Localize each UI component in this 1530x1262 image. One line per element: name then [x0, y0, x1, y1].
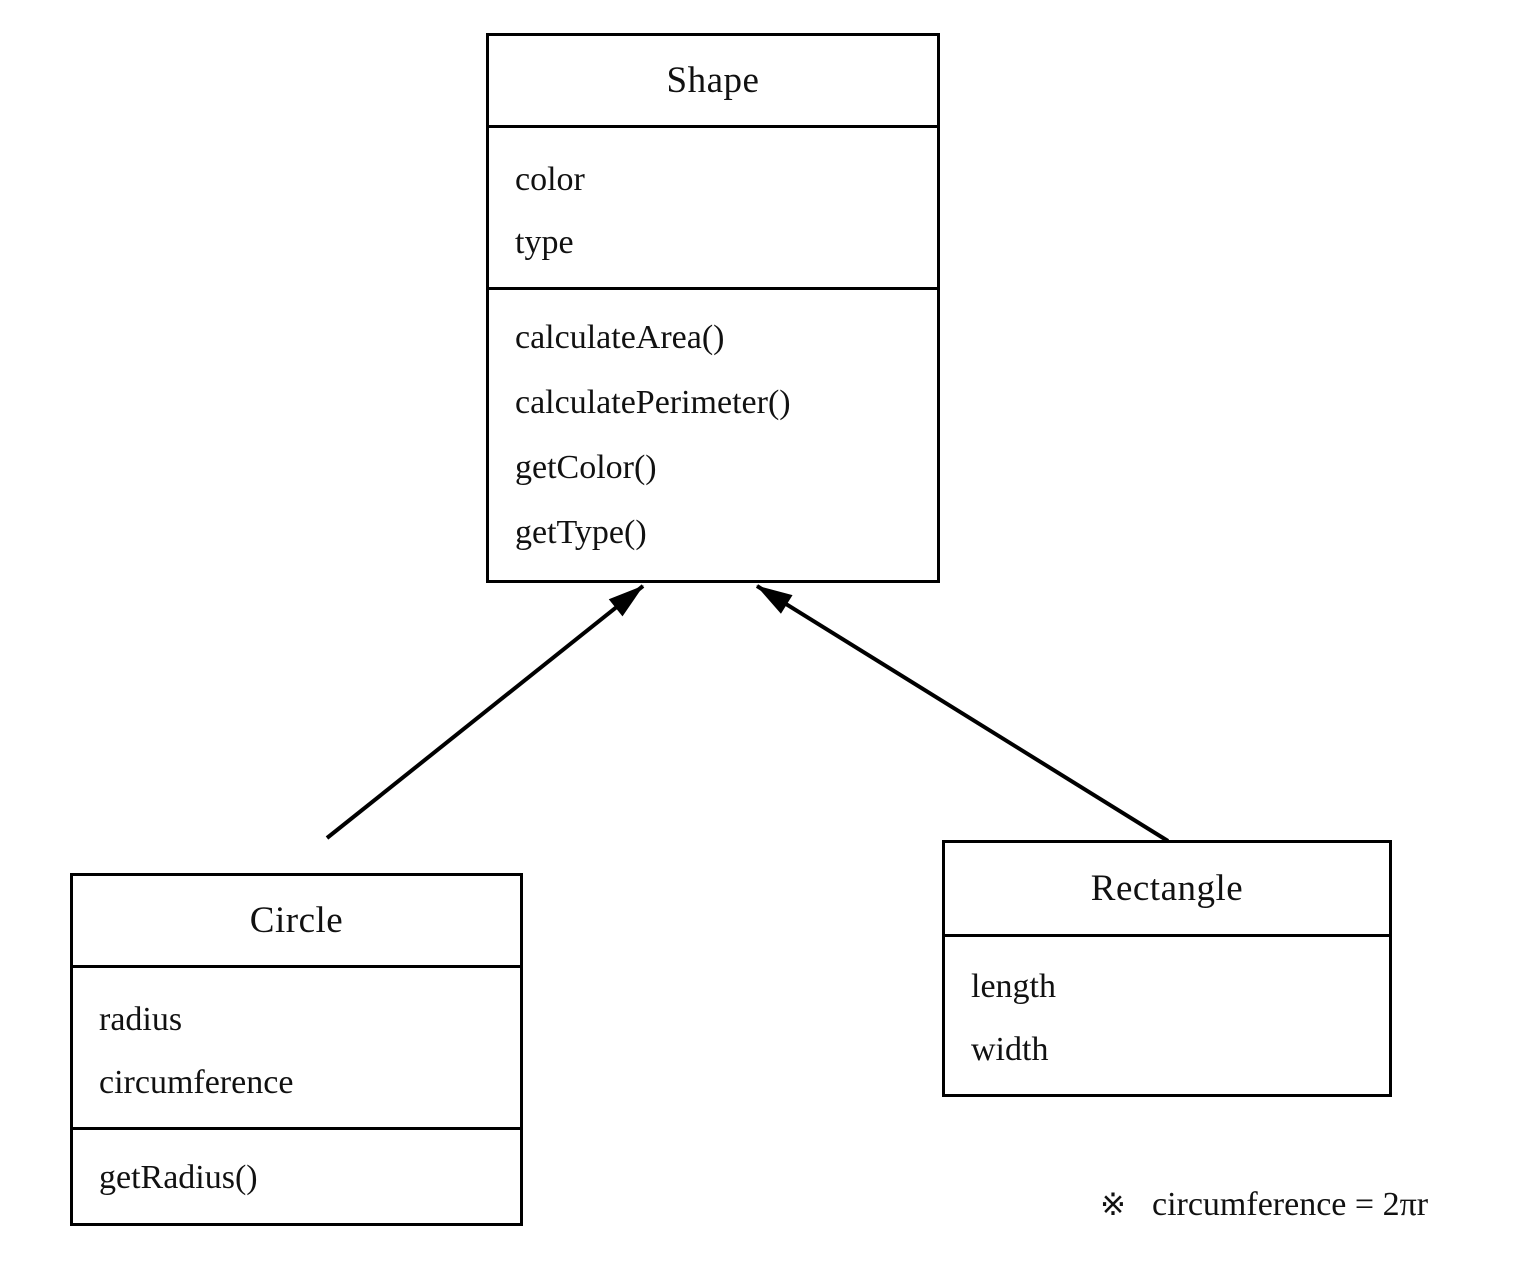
class-name-rectangle: Rectangle: [945, 843, 1389, 937]
class-attributes-rectangle: length width: [945, 937, 1389, 1081]
class-methods-shape: calculateArea() calculatePerimeter() get…: [489, 290, 937, 565]
method: calculateArea(): [515, 319, 725, 356]
attribute: length: [971, 968, 1056, 1005]
attribute: width: [971, 1031, 1049, 1068]
method: getColor(): [515, 449, 657, 486]
method: getRadius(): [99, 1159, 258, 1196]
inheritance-arrow-circle-to-shape: [325, 584, 645, 840]
class-attributes-shape: color type: [489, 128, 937, 290]
attribute: type: [515, 224, 574, 261]
method: getType(): [515, 514, 647, 551]
class-box-circle: Circle radius circumference getRadius(): [70, 873, 523, 1226]
method: calculatePerimeter(): [515, 384, 791, 421]
class-name-circle: Circle: [73, 876, 520, 968]
class-box-rectangle: Rectangle length width: [942, 840, 1392, 1097]
footnote-formula: circumference = 2πr: [1151, 1186, 1429, 1223]
footnote: ※ circumference = 2πr: [1100, 1186, 1428, 1224]
inheritance-arrow-rectangle-to-shape: [755, 584, 1170, 843]
class-methods-circle: getRadius(): [73, 1130, 520, 1209]
attribute: radius: [99, 1001, 183, 1038]
reference-mark-icon: ※: [1100, 1187, 1126, 1223]
class-name-shape: Shape: [489, 36, 937, 128]
attribute: circumference: [99, 1064, 294, 1101]
class-attributes-circle: radius circumference: [73, 968, 520, 1130]
attribute: color: [515, 161, 585, 198]
class-box-shape: Shape color type calculateArea() calcula…: [486, 33, 940, 583]
